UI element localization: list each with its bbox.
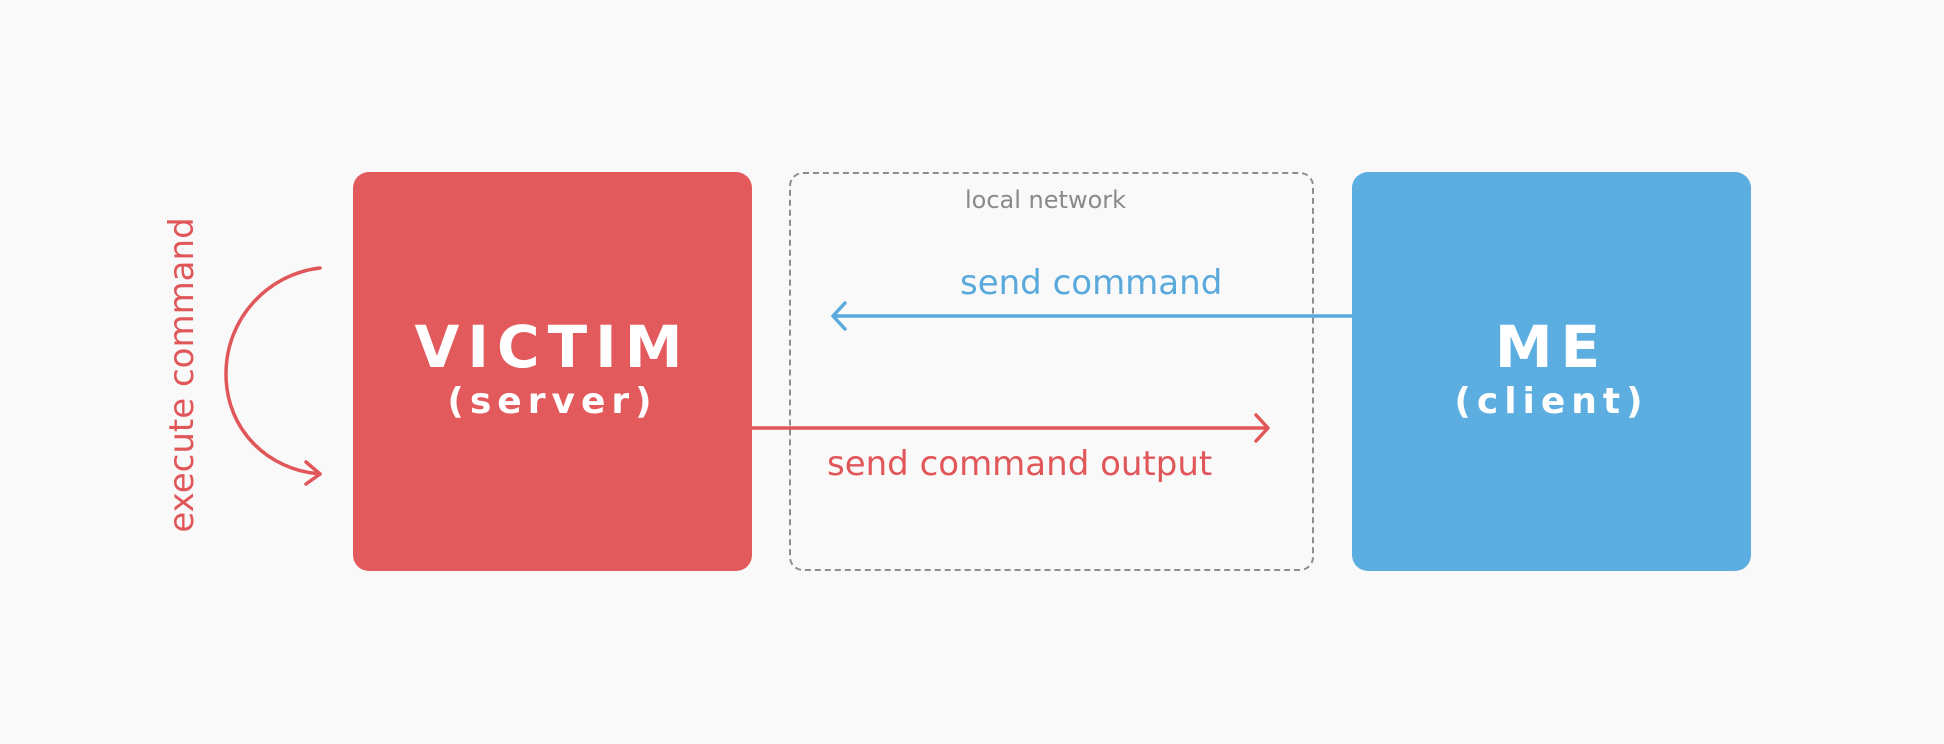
local-network-region [789, 172, 1314, 571]
me-subtitle: (client) [1454, 380, 1649, 422]
execute-command-arrow [224, 266, 322, 486]
send-command-label: send command [960, 263, 1223, 303]
local-network-label: local network [965, 186, 1127, 214]
me-title: ME [1494, 312, 1609, 381]
victim-title: VICTIM [414, 312, 691, 381]
execute-command-label: execute command [162, 217, 202, 533]
victim-server-box: VICTIM (server) [353, 172, 752, 571]
me-client-box: ME (client) [1352, 172, 1751, 571]
send-output-arrow [752, 413, 1270, 443]
send-command-arrow [831, 301, 1352, 331]
victim-subtitle: (server) [447, 380, 658, 422]
send-command-output-label: send command output [827, 444, 1213, 484]
